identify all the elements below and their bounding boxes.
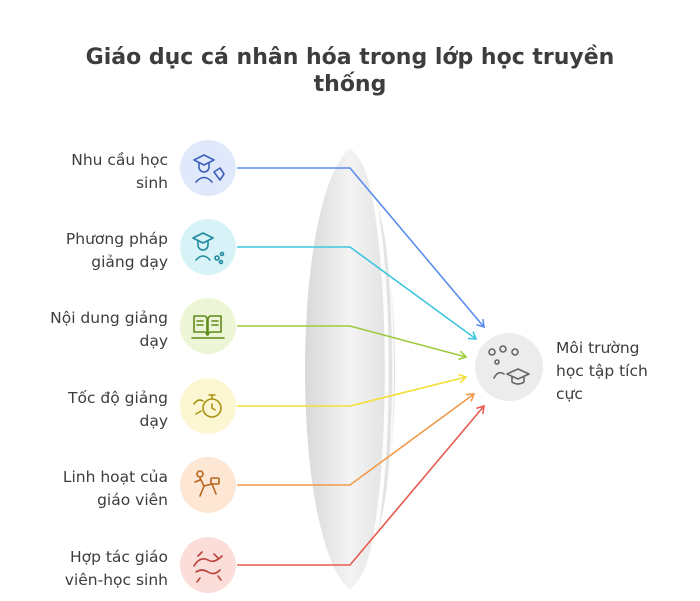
connector-line bbox=[237, 246, 477, 340]
flexible-person-icon bbox=[180, 457, 236, 513]
lens-shape bbox=[305, 148, 395, 590]
input-label-4a: Tốc độ giảng bbox=[67, 389, 168, 407]
output-label: Môi trường học tập tích cực bbox=[556, 339, 648, 403]
collaboration-icon bbox=[180, 537, 236, 593]
input-nodes bbox=[180, 140, 236, 593]
input-label-1b: sinh bbox=[136, 174, 168, 192]
connector-line bbox=[237, 376, 467, 407]
student-icon bbox=[180, 140, 236, 196]
input-label-2a: Phương pháp bbox=[66, 230, 168, 248]
teacher-icon bbox=[180, 219, 236, 275]
graduation-cap-icon bbox=[475, 333, 543, 401]
output-label-line2: học tập tích bbox=[556, 362, 648, 380]
input-label-6a: Hợp tác giáo bbox=[70, 548, 168, 566]
input-label-6b: viên-học sinh bbox=[65, 571, 168, 589]
connector-arrowhead bbox=[458, 373, 468, 384]
connector-arrowhead bbox=[476, 404, 485, 415]
connector-arrowhead bbox=[467, 331, 478, 340]
diagram-title: Giáo dục cá nhân hóa trong lớp học truyề… bbox=[85, 45, 615, 97]
connector-arrowhead bbox=[458, 350, 468, 361]
connector-line bbox=[237, 167, 485, 328]
stopwatch-icon bbox=[180, 378, 236, 434]
input-label-3a: Nội dung giảng bbox=[50, 309, 168, 327]
input-label-2b: giảng dạy bbox=[91, 253, 168, 271]
connector-line bbox=[237, 405, 485, 566]
connectors bbox=[237, 167, 485, 566]
input-label-1a: Nhu cầu học bbox=[71, 151, 168, 169]
connector-arrowhead bbox=[476, 318, 485, 329]
connector-line bbox=[237, 325, 467, 358]
input-labels: Nhu cầu học sinh Phương pháp giảng dạy N… bbox=[50, 151, 168, 589]
output-label-line1: Môi trường bbox=[556, 339, 640, 357]
connector-arrowhead bbox=[465, 393, 476, 402]
connector-line bbox=[237, 393, 475, 486]
book-icon bbox=[180, 298, 236, 354]
input-label-5b: giáo viên bbox=[97, 491, 168, 509]
input-label-3b: dạy bbox=[139, 332, 168, 350]
input-label-4b: dạy bbox=[139, 412, 168, 430]
input-label-5a: Linh hoạt của bbox=[63, 468, 168, 486]
output-label-line3: cực bbox=[556, 385, 583, 403]
